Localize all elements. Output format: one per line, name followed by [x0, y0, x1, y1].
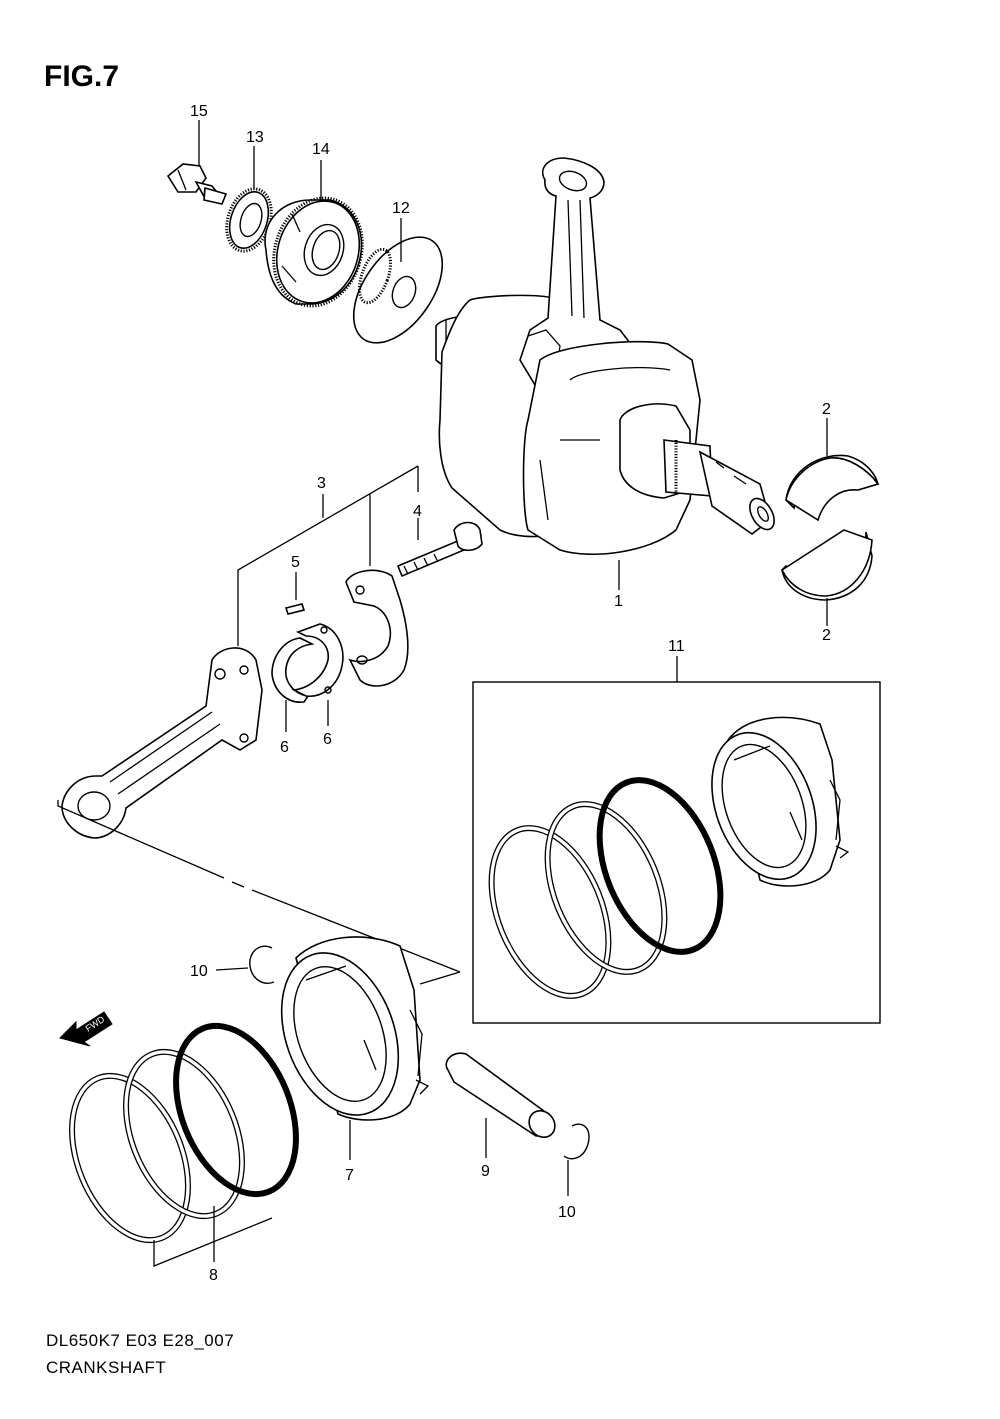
- part-5-pin: [284, 603, 306, 615]
- fwd-direction-arrow: FWD: [59, 1011, 113, 1047]
- part-6-rod-bearing-b: [291, 623, 344, 697]
- callout-8: 8: [209, 1267, 218, 1284]
- connecting-rod: [61, 647, 263, 839]
- part-2-bearing-lower: [780, 529, 873, 601]
- part-9-piston-pin: [445, 1052, 556, 1139]
- section-name: CRANKSHAFT: [46, 1358, 167, 1377]
- part-7-piston: [280, 936, 430, 1121]
- callout-4: 4: [413, 503, 422, 520]
- callout-9: 9: [481, 1163, 490, 1180]
- callout-6-left: 6: [280, 739, 289, 756]
- piston-set-rings: [488, 777, 724, 999]
- callout-1: 1: [614, 593, 623, 610]
- callout-2-lower: 2: [822, 627, 831, 644]
- callout-2-upper: 2: [822, 401, 831, 418]
- part-12-washer: [352, 236, 444, 344]
- callout-3: 3: [317, 475, 326, 492]
- rod-cap: [345, 569, 409, 687]
- part-3-bracket: [237, 465, 419, 646]
- callout-5: 5: [291, 554, 300, 571]
- part-2-bearing-upper: [785, 454, 880, 522]
- callout-15: 15: [190, 103, 208, 120]
- part-8-piston-rings: [69, 1022, 299, 1244]
- callout-11: 11: [668, 638, 685, 655]
- callout-10-right: 10: [558, 1204, 576, 1221]
- part-15-bolt: [166, 163, 228, 205]
- callout-14: 14: [312, 141, 330, 158]
- part-1-crankshaft: [435, 157, 775, 555]
- piston-set-piston: [711, 716, 850, 887]
- callout-7: 7: [345, 1167, 354, 1184]
- callout-13: 13: [246, 129, 264, 146]
- part-10-circlip-right: [563, 1123, 590, 1160]
- alignment-dash-line: [57, 800, 461, 985]
- model-code: DL650K7 E03 E28_007: [46, 1331, 235, 1350]
- part-14-primary-gear: [264, 196, 364, 308]
- figure-title: FIG.7: [44, 60, 120, 93]
- part-10-circlip-left: [249, 945, 275, 984]
- callout-12: 12: [392, 200, 410, 217]
- part-4-bolt: [396, 521, 483, 578]
- callout-6-right: 6: [323, 731, 332, 748]
- callout-10-left: 10: [190, 963, 208, 980]
